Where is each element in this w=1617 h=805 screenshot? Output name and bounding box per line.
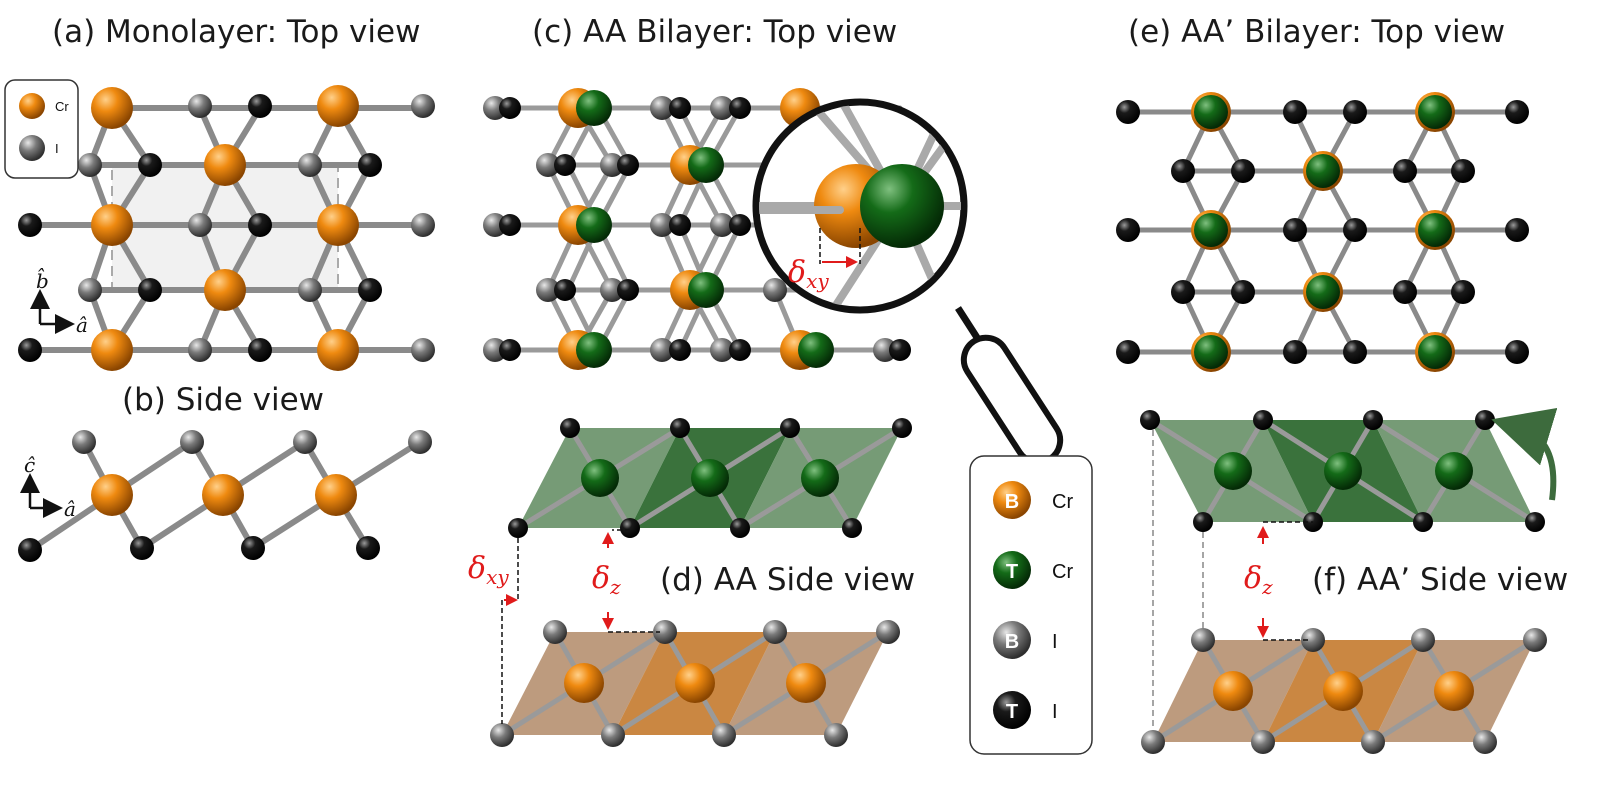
legend-t-i-label: I: [1052, 701, 1058, 723]
title-panel-c: (c) AA Bilayer: Top view: [532, 14, 898, 50]
delta-z-label-f: δz: [1244, 561, 1273, 599]
legend-main-box: [969, 455, 1093, 755]
legend-a-cr-marker: [19, 93, 45, 119]
panel-a-monolayer-top: Cr I b̂ â: [4, 79, 435, 371]
title-panel-d: (d) AA Side view: [660, 562, 916, 598]
legend-b-cr-label: Cr: [1052, 491, 1073, 513]
title-panel-a: (a) Monolayer: Top view: [52, 14, 421, 50]
legend-a-cr-label: Cr: [55, 99, 69, 114]
magnifier-handle: [960, 334, 1064, 466]
legend-t-i-letter: T: [1006, 701, 1018, 723]
panel-f-aa-prime-side: δz: [1140, 407, 1558, 754]
axis-a-label-b: â: [64, 497, 76, 521]
legend-t-cr-label: Cr: [1052, 561, 1073, 583]
legend-b-cr-letter: B: [1005, 491, 1019, 513]
panel-e-aa-prime-top: [1116, 92, 1529, 372]
legend-b-cr-marker: [993, 481, 1031, 519]
panel-c-aa-bilayer-top: δxy: [483, 88, 1064, 466]
legend-t-cr-letter: T: [1006, 561, 1018, 583]
legend-t-cr-marker: [993, 551, 1031, 589]
title-panel-e: (e) AA’ Bilayer: Top view: [1128, 14, 1506, 50]
rotation-arrow: [1491, 407, 1558, 501]
title-panel-b: (b) Side view: [122, 382, 324, 418]
legend-b-i-letter: B: [1005, 631, 1019, 653]
legend-a-i-marker: [19, 135, 45, 161]
delta-z-label-d: δz: [592, 561, 621, 599]
delta-xy-label: δxy: [468, 551, 509, 589]
panel-b-side-view: ĉ â: [18, 430, 432, 562]
legend-a-i-label: I: [55, 141, 59, 156]
axis-c-label: ĉ: [24, 453, 35, 477]
axis-b-label: b̂: [36, 267, 49, 293]
legend-b-i-marker: [993, 621, 1031, 659]
legend-b-i-label: I: [1052, 631, 1058, 653]
legend-main: B T B T Cr Cr I I: [969, 455, 1093, 755]
magnifier-zoom: δxy: [752, 98, 1064, 466]
panel-d-aa-side: δxy δz: [468, 418, 912, 747]
legend-t-i-marker: [993, 691, 1031, 729]
title-panel-f: (f) AA’ Side view: [1312, 562, 1569, 598]
delta-xy-zoom-label: δxy: [788, 255, 829, 293]
axis-a-label: â: [76, 313, 88, 337]
legend-a-box: [4, 79, 79, 179]
